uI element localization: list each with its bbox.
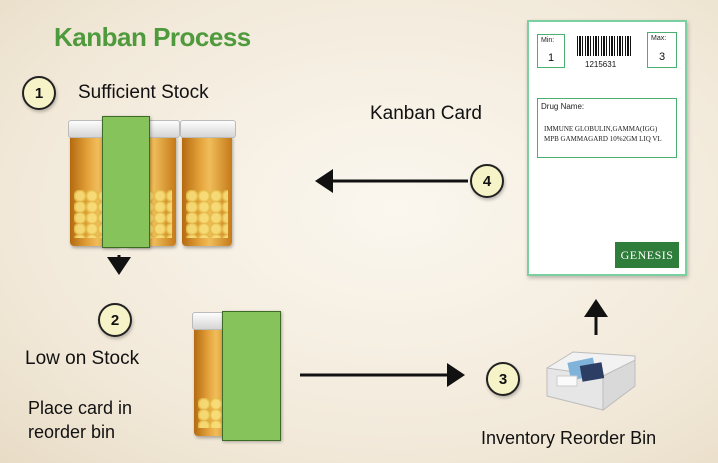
kanban-card: Min: 1 1215631 Max: 3 Drug Name: IMMUNE … <box>527 20 687 276</box>
kanban-card-in-stock <box>102 116 150 248</box>
pill-bottle <box>180 120 236 246</box>
min-box: Min: 1 <box>537 34 565 68</box>
drug-line-1: IMMUNE GLOBULIN,GAMMA(IGG) <box>544 125 658 133</box>
min-value: 1 <box>548 52 555 64</box>
step-2-badge: 2 <box>98 303 132 337</box>
genesis-logo: GENESIS <box>615 242 679 268</box>
step-1-label: Sufficient Stock <box>78 82 209 103</box>
max-box: Max: 3 <box>647 32 677 68</box>
max-value: 3 <box>659 51 666 63</box>
drug-name-label: Drug Name: <box>541 102 585 111</box>
kanban-card-low-stock <box>222 311 281 441</box>
step-1-badge: 1 <box>22 76 56 110</box>
drug-name-box: Drug Name: IMMUNE GLOBULIN,GAMMA(IGG) MP… <box>537 98 677 158</box>
min-label: Min: <box>541 37 555 44</box>
page-title: Kanban Process <box>54 22 251 52</box>
step-4-badge: 4 <box>470 164 504 198</box>
barcode <box>577 36 631 56</box>
step-2-note-line2: reorder bin <box>28 422 116 442</box>
step-2-note-line1: Place card in <box>28 398 133 418</box>
step-2-label: Low on Stock <box>25 348 140 369</box>
max-label: Max: <box>651 35 667 42</box>
reorder-bin-image <box>546 351 636 411</box>
step-3-badge: 3 <box>486 362 520 396</box>
drug-line-2: MPB GAMMAGARD 10%2GM LIQ VL <box>544 135 662 143</box>
step-3-label: Inventory Reorder Bin <box>481 428 657 448</box>
step-4-label: Kanban Card <box>370 103 482 124</box>
barcode-number: 1215631 <box>585 60 617 69</box>
